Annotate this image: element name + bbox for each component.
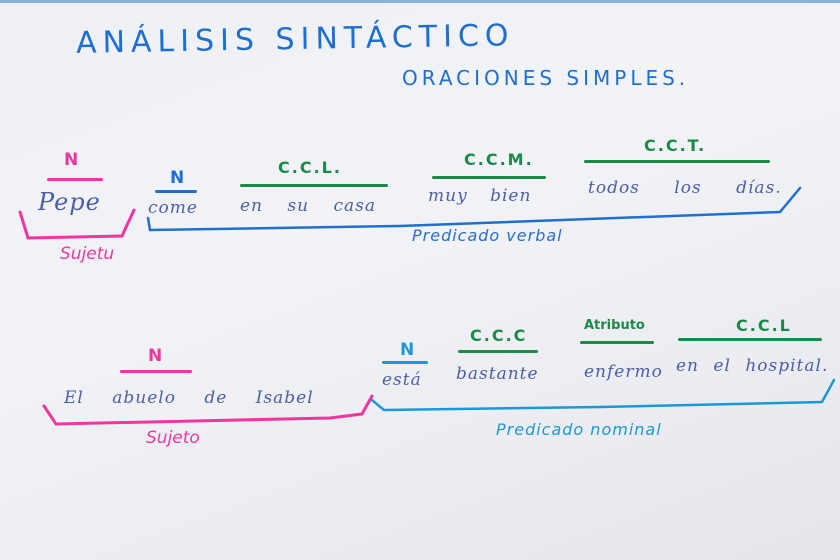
cct-underline (584, 160, 770, 163)
ccl-underline (240, 184, 388, 187)
subject-words: Pepe (38, 188, 101, 216)
atributo-label: Atributo (584, 318, 645, 333)
subject-caption: Sujetu (60, 244, 115, 264)
ccc-underline (458, 350, 538, 353)
ccm-label: C.C.M. (464, 150, 534, 169)
ccl-label: C.C.L. (278, 158, 342, 177)
verb-nucleus-label: N (170, 168, 185, 188)
verb-words: come (148, 198, 198, 218)
whiteboard-top-edge (0, 0, 840, 3)
subject-nucleus-underline (120, 370, 192, 373)
verb-nucleus-underline (155, 190, 197, 193)
ccc-label: C.C.C (470, 326, 528, 345)
ccc-words: bastante (456, 364, 539, 384)
cct-words: todos los días. (588, 178, 782, 198)
ccl-words: en su casa (240, 196, 377, 216)
verb-nucleus-label: N (400, 340, 415, 360)
atributo-words: enfermo (584, 362, 663, 382)
atributo-underline (580, 341, 654, 344)
subject-nucleus-underline (47, 178, 103, 181)
verb-words: está (382, 370, 422, 390)
ccm-words: muy bien (428, 186, 532, 206)
subject-bracket (18, 208, 136, 240)
subject-caption: Sujeto (146, 428, 200, 448)
verb-nucleus-underline (382, 361, 428, 364)
predicate-bracket (146, 186, 802, 232)
subject-bracket (42, 394, 374, 426)
ccl-underline (678, 338, 822, 341)
subject-words: El abuelo de Isabel (64, 388, 314, 408)
ccl-label: C.C.L (736, 316, 792, 335)
ccl-words: en el hospital. (676, 356, 829, 376)
predicate-bracket (370, 378, 836, 412)
predicate-caption: Predicado nominal (496, 420, 662, 439)
subject-nucleus-label: N (148, 346, 163, 366)
cct-label: C.C.T. (644, 136, 707, 155)
ccm-underline (432, 176, 546, 179)
board-subtitle: ORACIONES SIMPLES. (402, 66, 690, 90)
predicate-caption: Predicado verbal (412, 226, 563, 245)
subject-nucleus-label: N (64, 150, 79, 170)
